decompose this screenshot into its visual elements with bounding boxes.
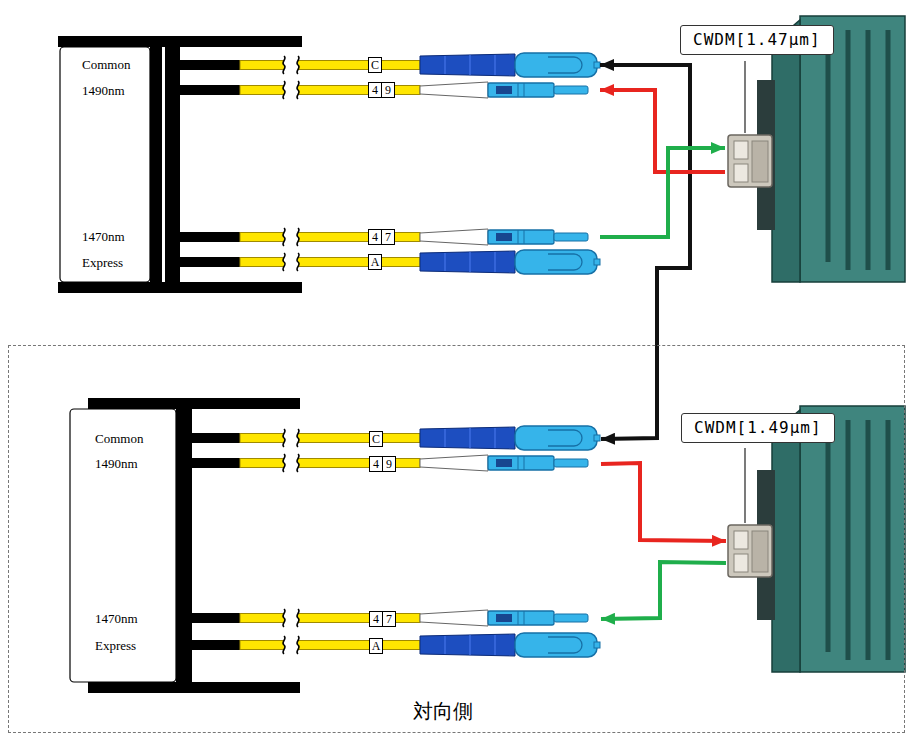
- fiber-cord: C: [240, 53, 600, 77]
- port-label: Express: [95, 638, 136, 654]
- cable-tag: 7: [381, 229, 395, 245]
- region-title: 対向側: [413, 699, 473, 723]
- cable-tag: A: [369, 638, 383, 654]
- cable-tag: C: [368, 57, 382, 73]
- signal-arrow: [600, 90, 725, 172]
- cwdm-module: CWDM[1.49μm]: [726, 407, 906, 697]
- signal-arrow: [600, 148, 725, 237]
- cable-tag: 4: [368, 82, 382, 98]
- cwdm-module: CWDM[1.47μm]: [725, 16, 905, 282]
- port-label: Common: [82, 57, 130, 73]
- cable-tag: 9: [381, 82, 395, 98]
- fiber-cord: A: [240, 250, 600, 274]
- fiber-cord: 49: [241, 452, 601, 476]
- cable-tag: 4: [369, 611, 383, 627]
- fiber-cord: 47: [241, 607, 601, 631]
- port-label: 1470nm: [82, 229, 125, 245]
- cable-tag: 4: [369, 456, 383, 472]
- signal-arrow: [601, 562, 726, 619]
- port-label: 1490nm: [82, 83, 125, 99]
- cable-tag: 4: [368, 229, 382, 245]
- cable-tag: 9: [382, 456, 396, 472]
- remote-side-region: Common1490nm1470nmExpressC4947ACWDM[1.49…: [8, 345, 905, 733]
- port-label: 1470nm: [95, 611, 138, 627]
- port-label: 1490nm: [95, 456, 138, 472]
- leader-line: [744, 61, 745, 523]
- signal-arrow: [600, 65, 690, 439]
- signal-arrow: [601, 463, 726, 541]
- fiber-cord: 49: [240, 78, 600, 102]
- port-label: Common: [95, 431, 143, 447]
- fiber-panel: [58, 36, 302, 293]
- callout-label: CWDM[1.47μm]: [680, 25, 834, 55]
- cable-tag: C: [369, 431, 383, 447]
- fiber-cord: 47: [240, 225, 600, 249]
- cable-tag: A: [368, 254, 382, 270]
- fiber-panel: Common 1490nm 1470nmExpress: [58, 36, 302, 293]
- fiber-panel: Common 1490nm 1470nmExpress: [71, 399, 301, 694]
- cwdm-module-drawing: [728, 16, 905, 672]
- fiber-cord: C: [241, 427, 601, 451]
- callout-label: CWDM[1.49μm]: [681, 413, 835, 443]
- cable-tag: 7: [382, 611, 396, 627]
- port-label: Express: [82, 255, 123, 271]
- fiber-cable: [240, 53, 600, 657]
- fiber-cord: A: [241, 634, 601, 658]
